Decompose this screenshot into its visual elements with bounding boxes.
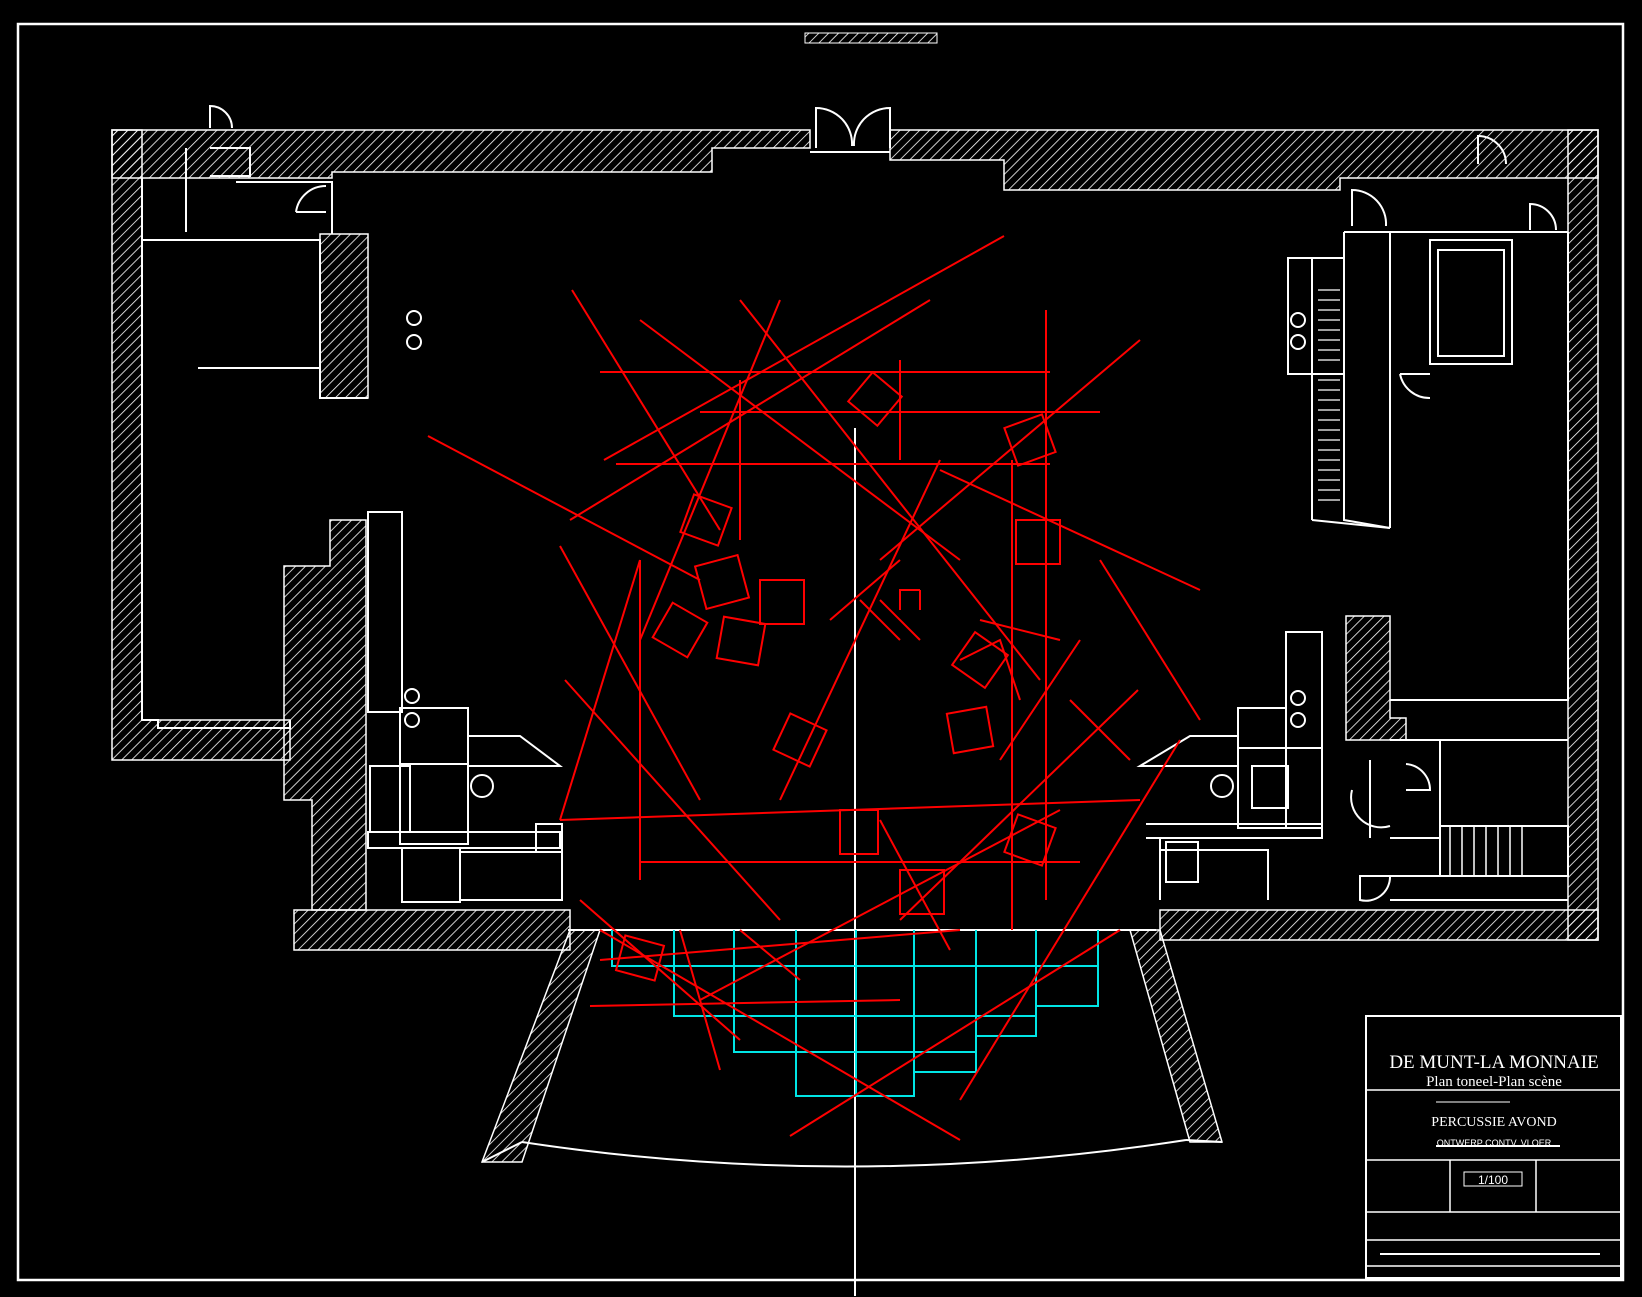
drawing-frame: [16, 22, 1625, 1282]
title-description: ONTWERP CONTV. VLOER: [1437, 1138, 1552, 1148]
title-scale: 1/100: [1478, 1173, 1508, 1187]
title-org-name: DE MUNT-LA MONNAIE: [1389, 1052, 1598, 1073]
building-walls: [111, 129, 1599, 1163]
north-mark: [804, 32, 938, 44]
title-subtitle: Plan toneel-Plan scène: [1426, 1074, 1562, 1090]
title-block: DE MUNT-LA MONNAIE Plan toneel-Plan scèn…: [1365, 1015, 1622, 1279]
set-design-lines: [427, 235, 1201, 1141]
architectural-linework: [141, 104, 1569, 1296]
title-production: PERCUSSIE AVOND: [1431, 1115, 1556, 1130]
